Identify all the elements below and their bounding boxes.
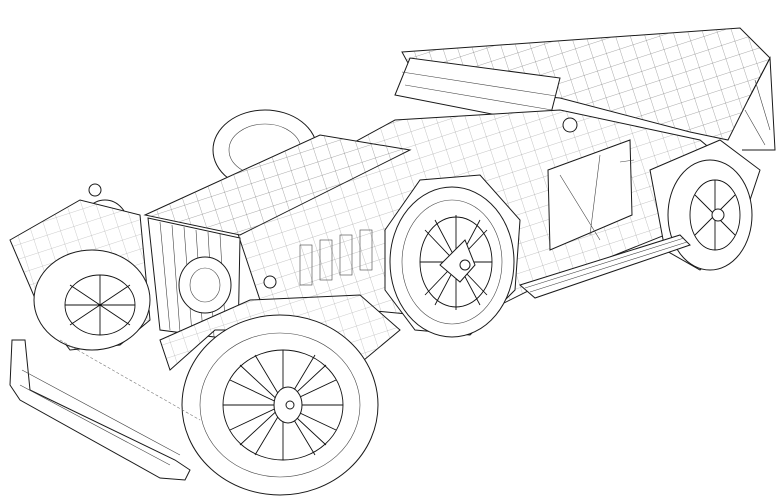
- running-board: [518, 234, 691, 299]
- front-right-wheel: [33, 249, 151, 351]
- hood: [143, 134, 412, 236]
- front-bumper: [9, 339, 201, 481]
- rear-left-wheel: [384, 174, 521, 338]
- front-left-wheel: [181, 314, 379, 496]
- hood-vents: [299, 229, 373, 286]
